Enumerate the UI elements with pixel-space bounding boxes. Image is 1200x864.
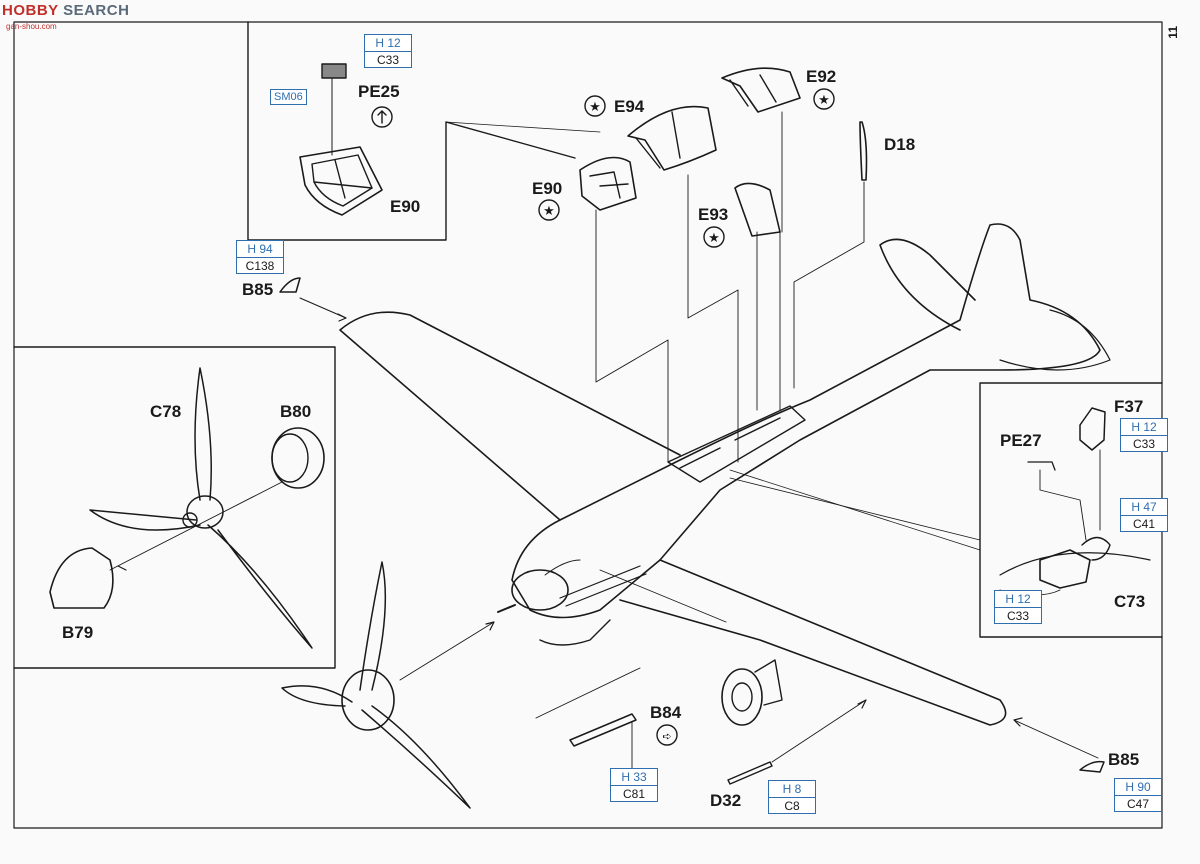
callout-code-top: H 90 — [1115, 779, 1161, 796]
fuselage — [511, 223, 1101, 619]
inset-frame-propeller — [13, 346, 336, 669]
label-e90: E90 — [532, 179, 562, 198]
part-d18 — [859, 121, 868, 181]
label-b84: B84 — [650, 703, 682, 722]
star-glyph-e94: ★ — [589, 99, 601, 114]
callout-code-top: H 8 — [769, 781, 815, 798]
callout-code-top: H 12 — [995, 591, 1041, 608]
part-d32 — [727, 761, 773, 785]
label-e92: E92 — [806, 67, 836, 86]
callout-code-top: H 33 — [611, 769, 657, 786]
label-c73: C73 — [1114, 592, 1145, 611]
star-glyph-e93: ★ — [708, 230, 720, 245]
label-b85-top: B85 — [242, 280, 273, 299]
inset-canopy-e90 — [299, 146, 383, 216]
callout-code-bottom: C8 — [784, 799, 800, 813]
label-e93: E93 — [698, 205, 728, 224]
label-pe27: PE27 — [1000, 431, 1042, 450]
label-b85-bottom: B85 — [1108, 750, 1139, 769]
watermark-logo: HOBBY SEARCH — [2, 2, 129, 19]
part-c73 — [1039, 549, 1091, 589]
tail-stabilizer — [879, 238, 976, 331]
color-callout: H 90 C47 — [1114, 778, 1162, 812]
arrow-icon-b84 — [656, 724, 678, 746]
color-callout: H 33 C81 — [610, 768, 658, 802]
callout-code-top: H 47 — [1121, 499, 1167, 516]
watermark-brand: HOBBY — [2, 2, 59, 19]
label-f37: F37 — [1114, 397, 1143, 416]
callout-code-top: H 94 — [237, 241, 283, 258]
label-b79: B79 — [62, 623, 93, 642]
callout-code-bottom: C33 — [1132, 437, 1155, 451]
color-callout: H 12 C33 — [994, 590, 1042, 624]
part-e94 — [627, 105, 717, 171]
label-e94: E94 — [614, 97, 645, 116]
color-callout: H 12 C33 — [364, 34, 412, 68]
callout-code-bottom: C41 — [1132, 517, 1155, 531]
color-callout: H 8 C8 — [768, 780, 816, 814]
watermark-site: gan-shou.com — [6, 22, 57, 31]
part-pe27 — [1027, 461, 1056, 471]
part-e92 — [721, 67, 801, 113]
label-c78: C78 — [150, 402, 181, 421]
part-b79 — [49, 547, 114, 609]
label-b80: B80 — [280, 402, 311, 421]
part-f37 — [1079, 407, 1106, 451]
rotate-icon — [371, 106, 393, 128]
arrow-glyph-b84: ➪ — [662, 731, 671, 743]
star-e93 — [703, 226, 725, 248]
part-e93 — [734, 182, 781, 237]
label-d18: D18 — [884, 135, 915, 154]
callout-code-top: H 12 — [1121, 419, 1167, 436]
cockpit — [667, 405, 806, 483]
callout-code-bottom: C81 — [622, 787, 645, 801]
color-callout: H 47 C41 — [1120, 498, 1168, 532]
callout-code-bottom: C47 — [1126, 797, 1149, 811]
part-b84 — [569, 713, 637, 747]
callout-code-top: H 12 — [365, 35, 411, 52]
propeller-main — [281, 561, 471, 809]
right-wing — [619, 559, 1007, 726]
color-callout: H 12 C33 — [1120, 418, 1168, 452]
color-callout: H 94 C138 — [236, 240, 284, 274]
callout-code-bottom: C33 — [376, 53, 399, 67]
star-glyph-e90: ★ — [543, 203, 555, 218]
part-e90 — [579, 156, 637, 211]
callout-code-bottom: C33 — [1006, 609, 1029, 623]
inset-frame-cockpit — [979, 382, 1163, 638]
watermark-search: SEARCH — [63, 2, 130, 19]
star-glyph-e92: ★ — [818, 92, 830, 107]
star-e92 — [813, 88, 835, 110]
star-e90 — [538, 199, 560, 221]
part-sm06 — [321, 63, 347, 79]
label-pe25: PE25 — [358, 82, 400, 101]
callout-sm06: SM06 — [270, 89, 307, 105]
page-frame — [13, 21, 1163, 829]
star-e94 — [584, 95, 606, 117]
label-e90-inset: E90 — [390, 197, 420, 216]
part-b85-bottom — [1079, 760, 1105, 773]
inset-frame-canopy — [247, 21, 576, 241]
left-wing — [339, 311, 681, 521]
callout-code-bottom: C138 — [245, 259, 275, 273]
engine-cowling — [511, 569, 569, 611]
label-d32: D32 — [710, 791, 741, 810]
part-c78 — [89, 367, 313, 649]
part-b85-top — [279, 277, 301, 293]
landing-gear-wheel — [721, 668, 763, 726]
